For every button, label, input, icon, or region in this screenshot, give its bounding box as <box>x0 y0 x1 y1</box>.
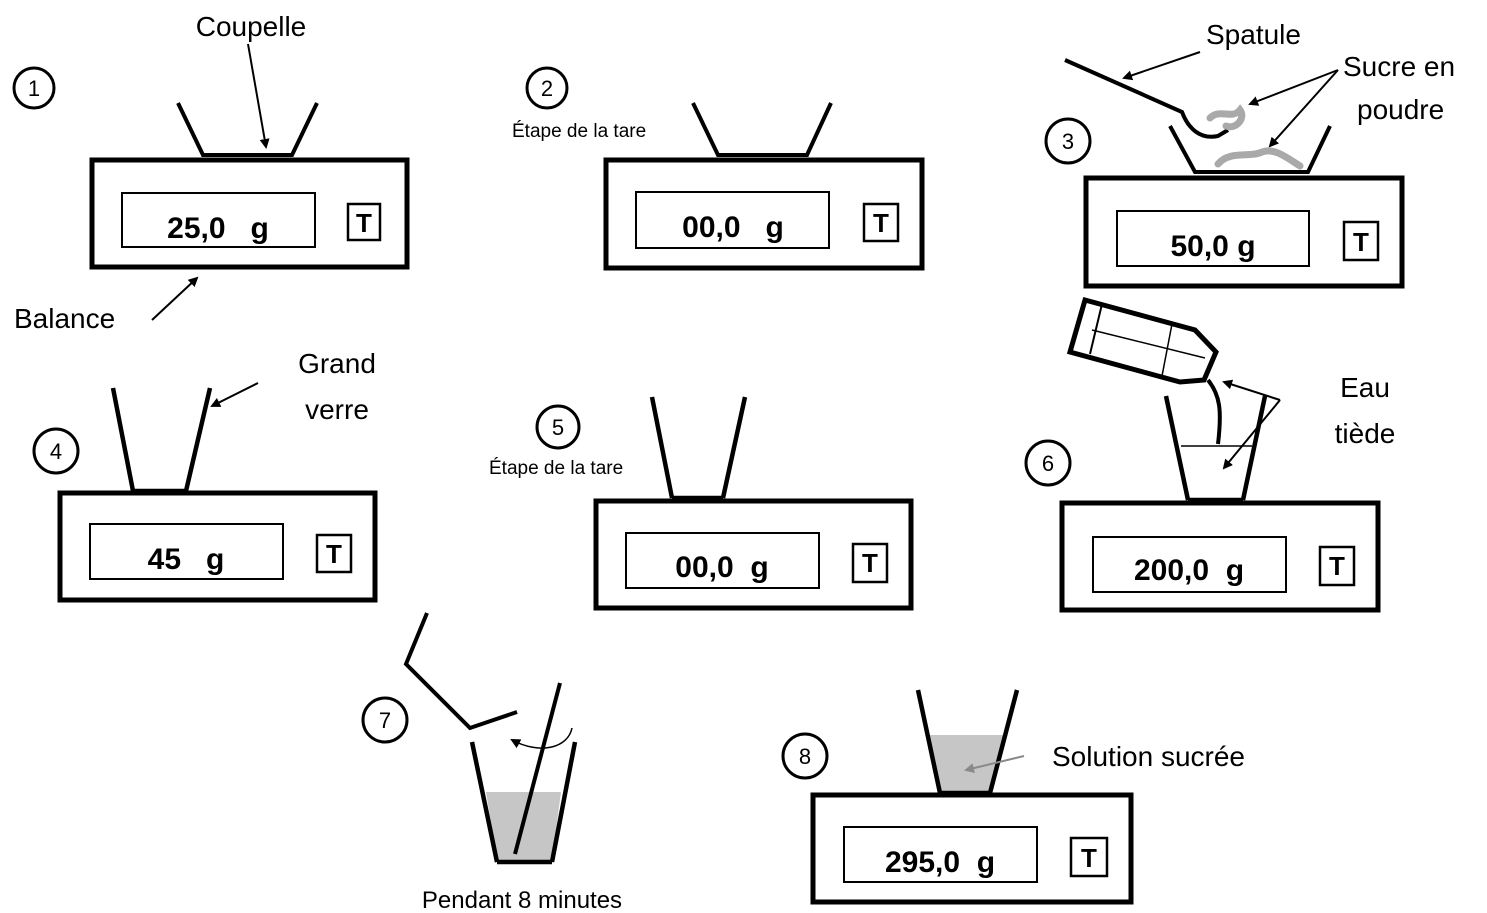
tare-step-note: Étape de la tare <box>512 121 646 142</box>
balance-display <box>635 191 830 249</box>
step-2: 2 Étape de la tare 00,0 g T <box>512 66 925 271</box>
tare-button <box>1069 836 1109 878</box>
grand-verre-arrow <box>210 382 259 407</box>
grand-verre <box>1163 395 1268 503</box>
step-number-circle <box>32 427 80 475</box>
step-number-circle <box>1044 117 1092 165</box>
step-number: 7 <box>379 708 391 733</box>
balance-display <box>843 826 1038 883</box>
tare-button-label: T <box>873 208 889 238</box>
tare-button-label: T <box>356 208 372 238</box>
tare-button-label: T <box>1329 551 1345 581</box>
duration-label: Pendant 8 minutes <box>422 887 622 913</box>
eau-arrow-2 <box>1222 399 1281 470</box>
glass <box>469 741 578 865</box>
step-number: 8 <box>799 744 811 769</box>
balance-display <box>89 523 284 580</box>
step-number: 4 <box>50 439 62 464</box>
step-6: 6 200,0 g T Eau tiède <box>1024 296 1396 613</box>
balance-display <box>1092 536 1287 593</box>
grand-verre-label-line2: verre <box>305 394 369 425</box>
balance-arrow <box>151 276 199 321</box>
balance-display <box>1116 210 1310 267</box>
step-4: 4 45 g T Grand verre <box>32 348 378 603</box>
tare-button-label: T <box>1353 227 1369 257</box>
step-number-circle <box>1024 439 1072 487</box>
tare-button-label: T <box>862 548 878 578</box>
tare-button <box>1342 220 1380 262</box>
water-stream <box>1206 378 1222 445</box>
step-number: 5 <box>552 415 564 440</box>
balance-label: Balance <box>14 303 115 334</box>
coupelle-arrow <box>247 43 270 149</box>
tare-step-note: Étape de la tare <box>489 458 623 479</box>
tare-button <box>851 542 889 584</box>
tare-button <box>1318 545 1356 587</box>
step-7: 7 Pendant 8 minutes <box>361 612 622 913</box>
step-number-circle <box>361 696 409 744</box>
grand-verre <box>110 387 213 494</box>
balance-display <box>121 192 316 248</box>
sucre-arrow-1 <box>1248 69 1339 106</box>
step-number: 3 <box>1062 129 1074 154</box>
stirring-rod <box>513 682 562 855</box>
spatule-arrow <box>1122 51 1201 81</box>
step-5: 5 Étape de la tare 00,0 g T <box>489 396 914 611</box>
step-3: 3 50,0 g T Spatule Sucre en poudre <box>1044 19 1455 289</box>
spatule-label: Spatule <box>1206 19 1301 50</box>
display-value: 25,0 g <box>167 212 269 245</box>
step-number: 6 <box>1042 451 1054 476</box>
balance-display <box>625 532 820 589</box>
step-8: 8 295,0 g T Solution sucrée <box>781 689 1245 905</box>
solution-label: Solution sucrée <box>1052 741 1245 772</box>
solution-arrow <box>964 755 1025 773</box>
coupelle-dish <box>1168 125 1332 174</box>
display-value: 00,0 g <box>682 211 784 244</box>
coupelle-dish <box>176 102 319 157</box>
eau-label-line2: tiède <box>1335 418 1396 449</box>
display-value: 200,0 g <box>1134 554 1244 587</box>
eau-arrow-1 <box>1222 379 1281 401</box>
water-bottle <box>1066 296 1219 385</box>
step-1: 1 25,0 g T Coupelle Balance <box>12 11 410 334</box>
tare-button <box>315 533 353 574</box>
display-value: 45 g <box>148 543 225 576</box>
sugar-pile <box>1214 147 1304 170</box>
step-number-circle <box>781 732 829 780</box>
spatula <box>1064 58 1230 139</box>
sucre-label-line2: poudre <box>1357 94 1444 125</box>
stirring-spatula <box>403 612 518 731</box>
step-number: 2 <box>541 76 553 101</box>
eau-label-line1: Eau <box>1340 372 1390 403</box>
sugar-on-spatula <box>1206 104 1246 131</box>
sucre-arrow-2 <box>1268 69 1339 148</box>
display-value: 00,0 g <box>675 551 768 584</box>
step-number-circle <box>535 404 581 450</box>
display-value: 295,0 g <box>885 846 995 879</box>
tare-button-label: T <box>1081 843 1097 873</box>
tare-button <box>346 202 382 242</box>
display-value: 50,0 g <box>1170 230 1255 263</box>
step-number-circle <box>525 66 569 110</box>
tare-button-label: T <box>326 539 342 569</box>
step-number: 1 <box>28 76 40 101</box>
tare-button <box>862 202 900 243</box>
coupelle-label: Coupelle <box>196 11 307 42</box>
grand-verre <box>649 396 748 501</box>
step-number-circle <box>12 66 56 110</box>
sucre-label-line1: Sucre en <box>1343 51 1455 82</box>
coupelle-dish <box>691 102 833 157</box>
grand-verre-label-line1: Grand <box>298 348 376 379</box>
stirring-arrow <box>510 727 573 749</box>
